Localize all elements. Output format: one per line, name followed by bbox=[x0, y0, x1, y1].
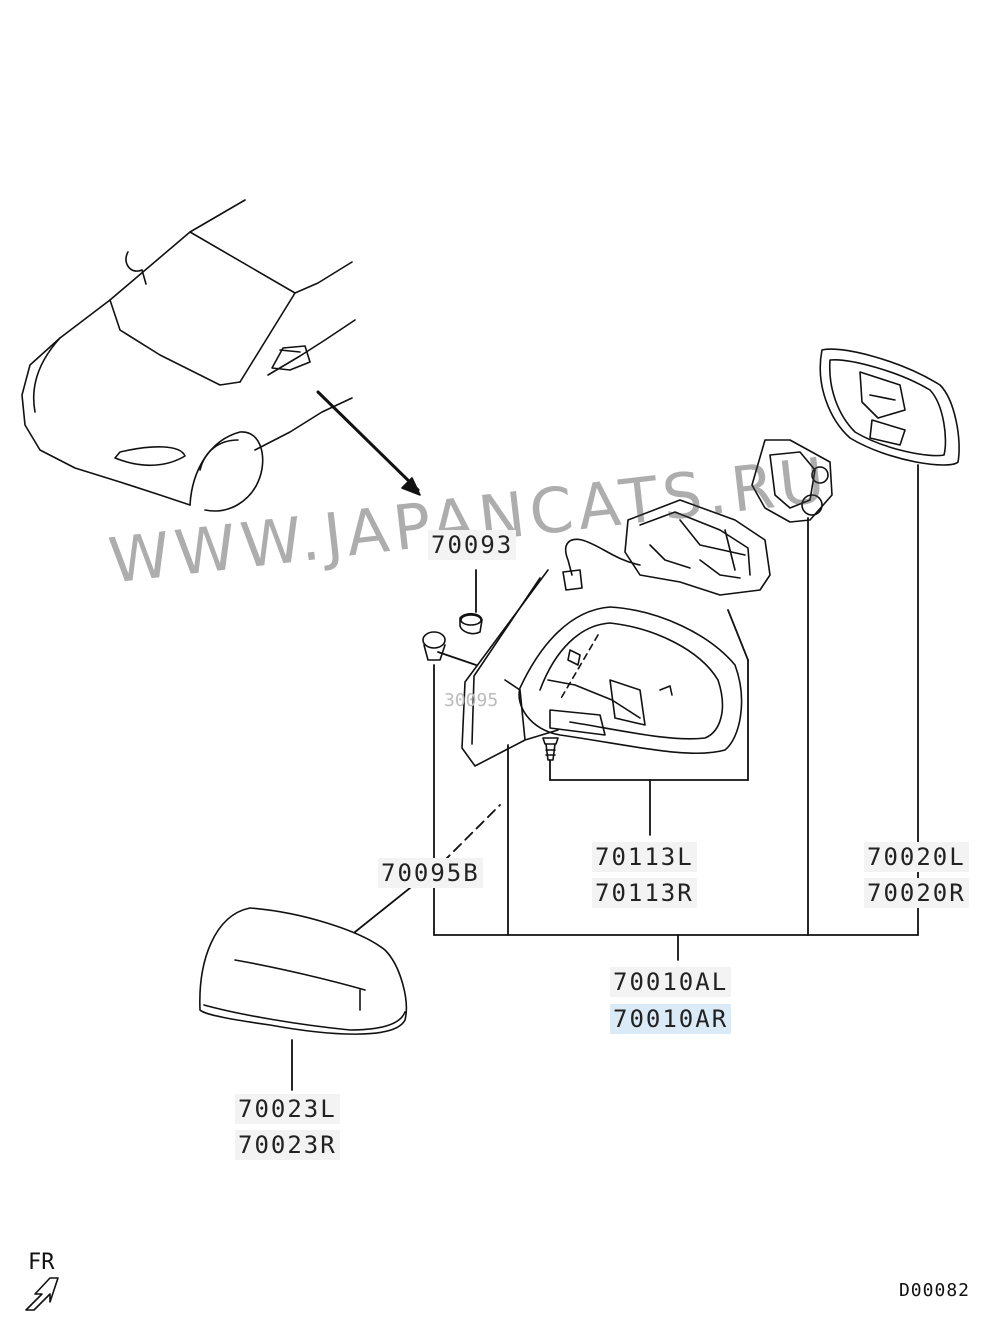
part-number-70020l[interactable]: 70020L bbox=[864, 842, 969, 872]
mirror-actuator bbox=[751, 439, 833, 523]
wiring-harness bbox=[562, 538, 641, 591]
grommet-70095b bbox=[422, 631, 446, 661]
part-number-70113r[interactable]: 70113R bbox=[592, 878, 697, 908]
part-number-70010ar[interactable]: 70010AR bbox=[610, 1004, 732, 1034]
mirror-base-gasket bbox=[461, 569, 559, 767]
mirror-cover bbox=[199, 907, 408, 1035]
power-fold-unit bbox=[624, 499, 771, 596]
part-number-70020r[interactable]: 70020R bbox=[864, 878, 969, 908]
mirror-glass bbox=[819, 348, 960, 466]
part-number-70093[interactable]: 70093 bbox=[428, 530, 517, 560]
part-number-70010al[interactable]: 70010AL bbox=[610, 967, 732, 997]
direction-label: FR bbox=[28, 1250, 55, 1275]
fr-direction-arrow bbox=[25, 1277, 59, 1311]
screw bbox=[542, 737, 559, 761]
drawing-code: D00082 bbox=[898, 1280, 970, 1301]
part-number-70023l[interactable]: 70023L bbox=[235, 1094, 340, 1124]
mirror-housing bbox=[518, 606, 743, 755]
faint-part-label: 30095 bbox=[444, 690, 499, 711]
part-number-70023r[interactable]: 70023R bbox=[235, 1130, 340, 1160]
clip-70093 bbox=[459, 612, 483, 635]
car-front-illustration bbox=[21, 199, 356, 512]
pointer-arrow bbox=[316, 390, 421, 496]
part-number-70095b[interactable]: 70095B bbox=[378, 858, 483, 888]
part-number-70113l[interactable]: 70113L bbox=[592, 842, 697, 872]
